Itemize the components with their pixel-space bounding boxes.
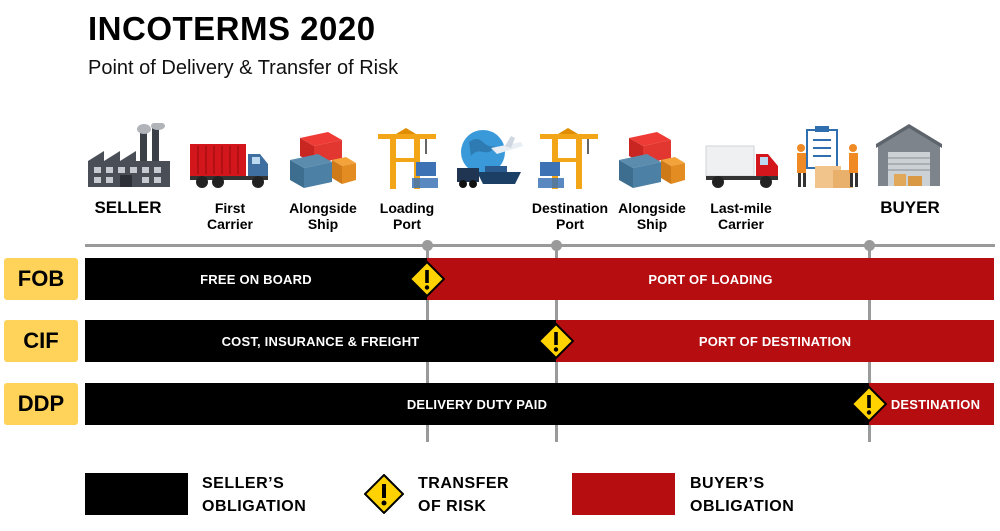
port-crane-icon: [538, 128, 598, 189]
stage-label-alongside-ship-origin: Alongside Ship: [289, 200, 357, 232]
fob-seller-bar: FREE ON BOARD: [85, 258, 427, 300]
ddp-buyer-bar: DESTINATION: [869, 383, 994, 425]
timeline-dot: [864, 240, 875, 251]
factory-icon: [88, 123, 170, 187]
term-code-cif: CIF: [4, 320, 78, 362]
cif-seller-bar: COST, INSURANCE & FREIGHT: [85, 320, 556, 362]
term-code-fob: FOB: [4, 258, 78, 300]
cif-buyer-label: PORT OF DESTINATION: [698, 333, 852, 349]
risk-transfer-icon: [538, 323, 574, 359]
page-title: INCOTERMS 2020: [88, 10, 376, 47]
ddp-buyer-label: DESTINATION: [890, 396, 981, 412]
timeline-dot: [551, 240, 562, 251]
global-transport-icon: [457, 130, 523, 188]
page-subtitle: Point of Delivery & Transfer of Risk: [88, 57, 399, 79]
risk-transfer-icon: [409, 261, 445, 297]
ddp-seller-label: DELIVERY DUTY PAID: [406, 396, 548, 412]
risk-transfer-icon: [851, 386, 887, 422]
legend-buyer-label: BUYER’S OBLIGATION: [690, 475, 795, 515]
fob-buyer-label: PORT OF LOADING: [648, 271, 773, 287]
containers-icon: [619, 132, 685, 188]
legend-risk-icon: [364, 474, 404, 514]
stage-label-seller: SELLER: [94, 198, 162, 217]
stage-label-loading-port: Loading Port: [379, 200, 435, 232]
stage-label-first-carrier: First Carrier: [207, 200, 253, 232]
fob-seller-label: FREE ON BOARD: [200, 271, 312, 287]
containers-icon: [290, 132, 356, 188]
legend-buyer-swatch: [572, 473, 675, 515]
timeline-axis: [85, 244, 995, 247]
timeline-dot: [422, 240, 433, 251]
legend-seller-swatch: [85, 473, 188, 515]
stage-label-destination-port: Destination Port: [531, 200, 609, 232]
delivery-truck-icon: [705, 145, 778, 188]
fob-buyer-bar: PORT OF LOADING: [427, 258, 994, 300]
stage-label-last-mile-carrier: Last-mile Carrier: [710, 200, 772, 232]
term-code-ddp: DDP: [4, 383, 78, 425]
legend-seller-label: SELLER’S OBLIGATION: [202, 475, 307, 515]
stage-label-alongside-ship-destination: Alongside Ship: [618, 200, 686, 232]
ddp-seller-bar: DELIVERY DUTY PAID: [85, 383, 869, 425]
warehouse-workers-icon: [797, 126, 858, 188]
legend-risk-label: TRANSFER OF RISK: [418, 475, 510, 515]
warehouse-icon: [876, 124, 942, 186]
truck-icon: [190, 144, 268, 188]
stage-label-buyer: BUYER: [880, 198, 940, 217]
port-crane-icon: [378, 128, 438, 189]
cif-seller-label: COST, INSURANCE & FREIGHT: [221, 333, 420, 349]
cif-buyer-bar: PORT OF DESTINATION: [556, 320, 994, 362]
